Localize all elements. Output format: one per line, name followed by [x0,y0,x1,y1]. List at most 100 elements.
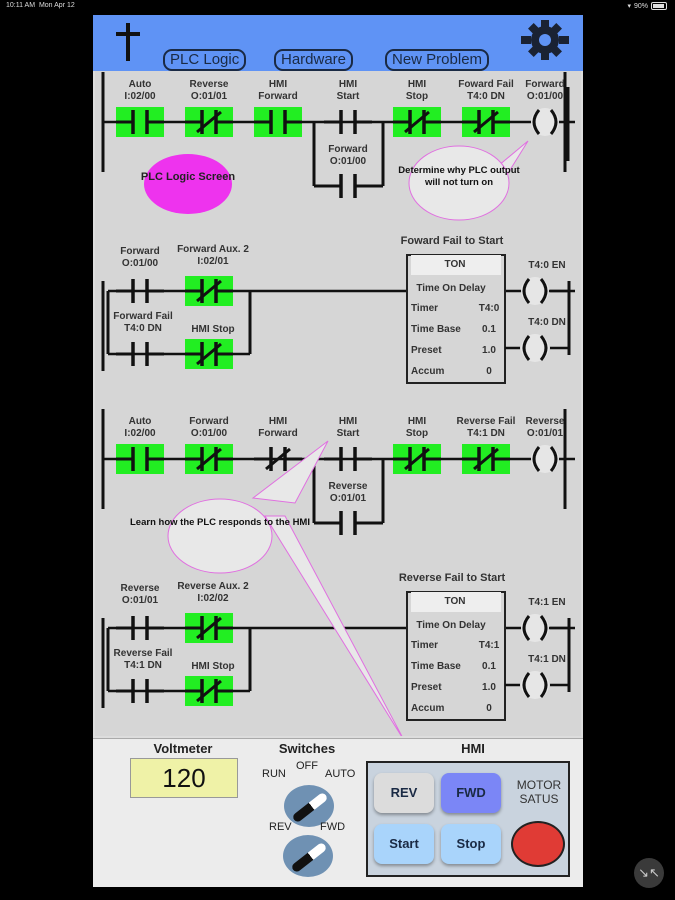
switch-label-run: RUN [262,768,286,780]
contact-name: HMI [407,79,427,90]
contact-address: I:02/00 [124,91,156,102]
switch-label-rev: REV [269,821,292,833]
timer-field-value: 0.1 [482,324,496,335]
coil-2-left [532,446,541,472]
contact-3-3-slash [196,679,222,703]
timer-dn-coil-1-left [522,335,531,361]
start-button[interactable]: Start [374,824,434,864]
timer-dn-coil-3-fill [521,671,549,699]
contact-1-1-slash [196,279,222,303]
contact-address: T4:0 DN [124,323,162,334]
timer-type: TON [444,259,466,270]
timer-dn-coil-1-right [539,335,548,361]
contact-0-5-slash [473,110,499,134]
timer-field-value: 0 [486,703,492,714]
switches-title: Switches [278,741,336,756]
contact-name: Auto [128,416,152,427]
coil-0-left [532,109,541,135]
timer-en-coil-3-right [539,615,548,641]
timer-dn-label: T4:1 DN [528,654,566,665]
timer-header [411,592,501,612]
timer-dn-coil-1-fill [521,334,549,362]
voltmeter-title: Voltmeter [153,741,213,756]
contact-name: Reverse Fail [456,416,516,427]
contact-address: I:02/01 [197,256,229,267]
plc-logic-bubble-text: PLC Logic Screen [140,171,236,183]
motor-status-indicator [511,821,565,867]
timer-field-label: Accum [411,366,445,377]
contact-2-5-slash [473,447,499,471]
contact-address: O:01/01 [121,595,159,606]
contact-3-1-slash [196,616,222,640]
contact-address: O:01/00 [190,428,228,439]
control-panel: Voltmeter 120 Switches RUN OFF AUTO REV … [93,738,583,887]
branch-name: Forward [328,144,368,155]
callout-pointer [251,440,329,504]
timer-en-coil-1-fill [521,277,549,305]
timer-dn-coil-3-right [539,672,548,698]
switch-label-fwd: FWD [320,821,346,833]
contact-name: Foward Fail [458,79,514,90]
tab-new-problem[interactable]: New Problem [385,49,490,71]
contact-address: Stop [405,428,429,439]
contact-name: Forward Aux. 2 [177,244,249,255]
tab-plc-logic[interactable]: PLC Logic [163,49,247,71]
determine-callout [408,145,510,221]
switch-label-off: OFF [296,760,318,772]
hmi-title: HMI [461,741,485,756]
contact-name: Forward [120,246,160,257]
timer-description: Time On Delay [416,620,486,631]
stop-button[interactable]: Stop [441,824,501,864]
shrink-icon[interactable]: ↘↖ [634,858,664,888]
determine-callout-text: Determine why PLC output will not turn o… [398,165,520,188]
direction-selector-switch[interactable] [283,835,333,877]
contact-2-1-slash [196,447,222,471]
timer-field-label: Timer [411,640,439,651]
mode-selector-switch[interactable] [284,785,334,827]
timer-dn-coil-3-left [522,672,531,698]
plc-logic-bubble [144,154,232,214]
contact-name: HMI Stop [191,661,235,672]
timer-en-coil-3-left [522,615,531,641]
status-right: ▾ 90% [627,2,667,10]
fwd-button[interactable]: FWD [441,773,501,813]
gear-icon[interactable] [519,20,571,60]
branch-address: O:01/00 [329,156,367,167]
learn-callout [167,498,273,574]
coil-0-fill [531,108,559,136]
contact-name: Auto [128,79,152,90]
contact-address: I:02/02 [197,593,229,604]
tab-hardware[interactable]: Hardware [274,49,354,71]
contact-name: HMI [407,416,427,427]
timer-field-value: T4:1 [478,640,500,651]
timer-field-label: Timer [411,303,439,314]
contact-name: Forward Fail [113,311,173,322]
contact-name: Reverse [189,79,229,90]
ladder-graphics [101,72,575,736]
contact-0-1-slash [196,110,222,134]
timer-field-value: 1.0 [482,345,496,356]
coil-2-fill [531,445,559,473]
status-time: 10:11 AM Mon Apr 12 [6,2,75,9]
timer-field-value: 1.0 [482,682,496,693]
contact-address: Start [336,428,360,439]
timer-field-label: Accum [411,703,445,714]
timer-field-label: Time Base [411,661,461,672]
switch-label-auto: AUTO [325,768,356,780]
contact-name: Reverse [120,583,160,594]
coil-name: Forward [525,79,565,90]
timer-description: Time On Delay [416,283,486,294]
cross-icon[interactable] [113,21,143,63]
header-bar: PLC Logic Hardware New Problem [93,15,583,71]
voltmeter-display: 120 [130,758,238,798]
app-window: PLC Logic Hardware New Problem [93,15,583,887]
branch-name: Reverse [328,481,368,492]
contact-2-4-slash [404,447,430,471]
timer-type: TON [444,596,466,607]
contact-address: I:02/00 [124,428,156,439]
contact-name: HMI [268,416,288,427]
rev-button[interactable]: REV [374,773,434,813]
contact-name: Reverse Aux. 2 [177,581,249,592]
learn-callout-text: Learn how the PLC responds to the HMI [130,517,310,528]
